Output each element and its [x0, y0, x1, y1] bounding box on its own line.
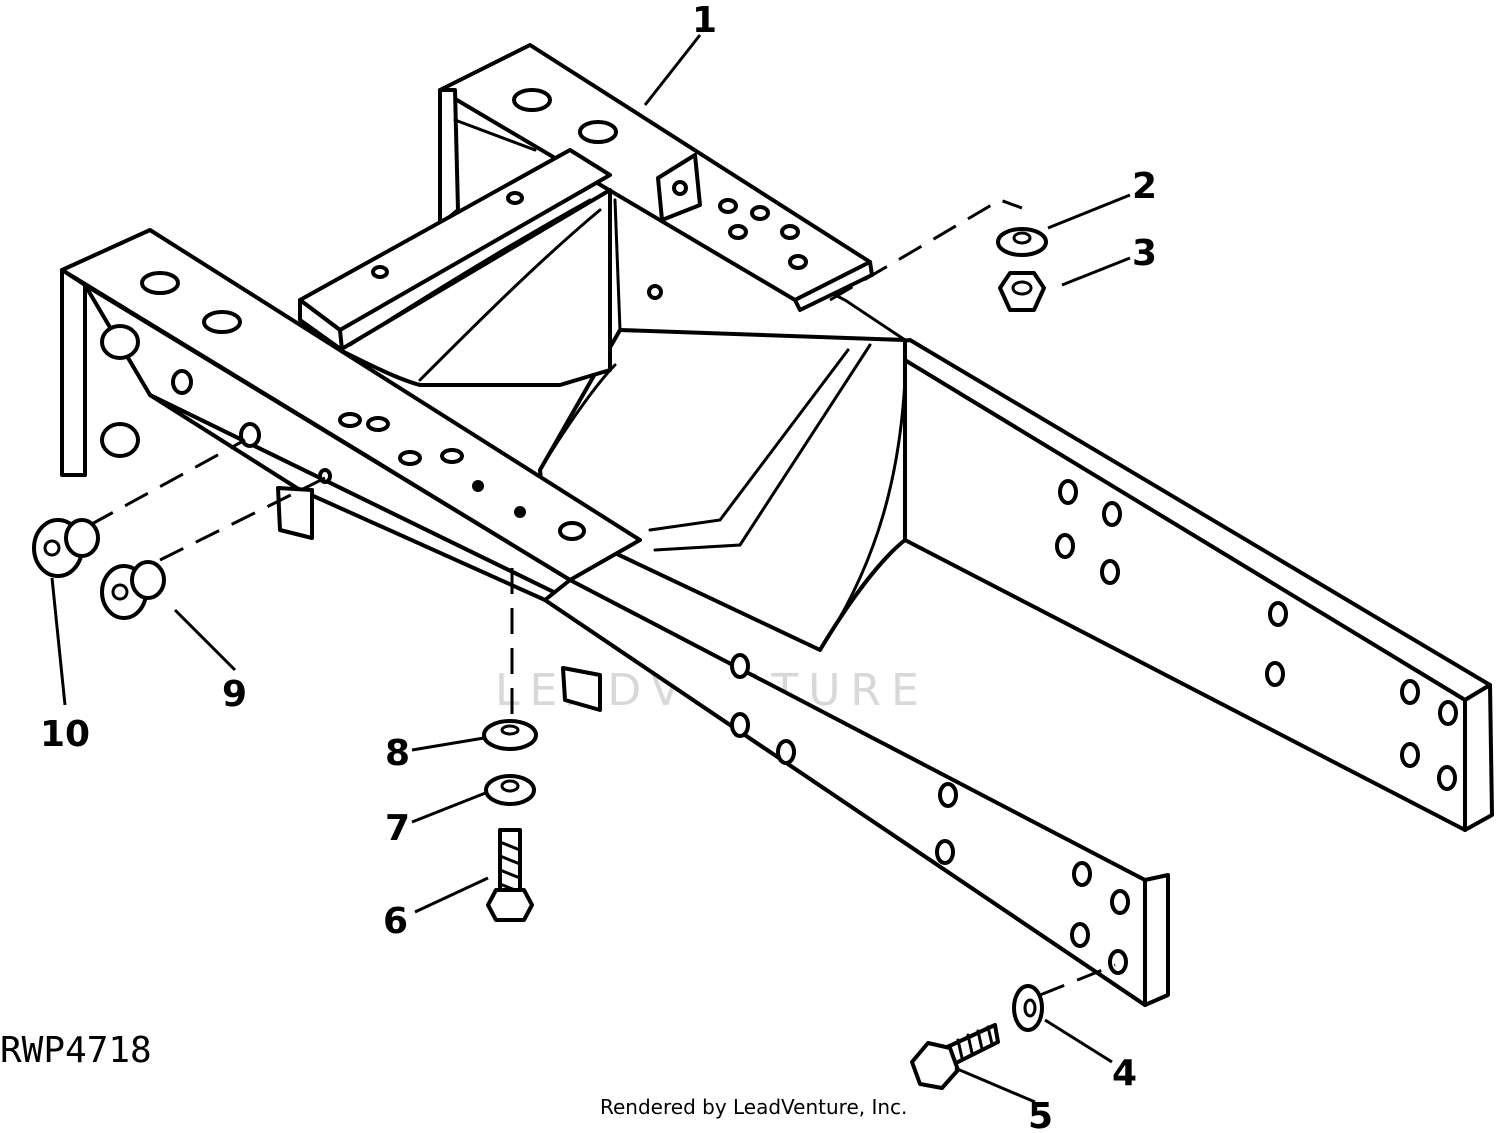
lock-washer-4-icon	[1012, 984, 1044, 1032]
callout-labels: 1 2 3 4 5 6 7 8 9 10	[40, 0, 1157, 1133]
upper-bracket	[438, 43, 874, 312]
callout-7: 7	[385, 808, 410, 849]
callout-10: 10	[40, 714, 90, 755]
left-rail-holes	[730, 653, 1130, 975]
render-credit: Rendered by LeadVenture, Inc.	[600, 1095, 907, 1119]
mounted-nuts	[100, 324, 140, 458]
callout-5: 5	[1028, 1096, 1053, 1133]
leader-lines	[50, 34, 1131, 1104]
right-frame-rail	[878, 338, 1494, 832]
assembly-lines	[89, 198, 1116, 997]
bolt-5-icon	[910, 1023, 1000, 1090]
bolt-10-icon	[32, 518, 100, 578]
cross-channel	[538, 198, 907, 652]
right-rail-holes	[1055, 479, 1458, 791]
drawing-code: RWP4718	[0, 1030, 152, 1071]
lock-washer-2-icon	[996, 227, 1048, 257]
callout-3: 3	[1132, 233, 1157, 274]
callout-1: 1	[692, 0, 717, 41]
bolt-9-icon	[100, 560, 166, 620]
callout-2: 2	[1132, 166, 1157, 207]
callout-9: 9	[222, 674, 247, 715]
screw-6-icon	[486, 828, 534, 922]
callout-6: 6	[383, 901, 408, 942]
nut-3-icon	[998, 271, 1046, 312]
flat-washer-8-icon	[482, 719, 538, 751]
lock-washer-7-icon	[484, 774, 536, 806]
callout-4: 4	[1112, 1053, 1137, 1094]
left-frame-rail	[60, 228, 1170, 1007]
callout-8: 8	[385, 733, 410, 774]
